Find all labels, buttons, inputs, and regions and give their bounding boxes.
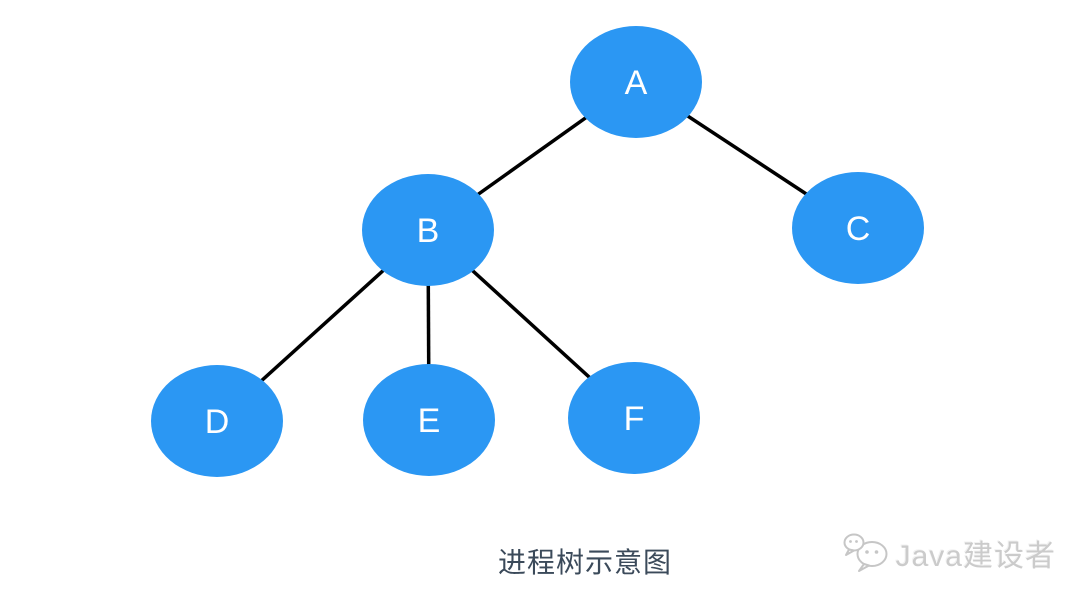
node-label-A: A (625, 64, 648, 102)
tree-node-E: E (363, 364, 495, 476)
node-ellipse-E (363, 364, 495, 476)
watermark: Java建设者 (843, 531, 1056, 575)
node-ellipse-C (792, 172, 924, 284)
node-ellipse-D (151, 365, 283, 477)
node-label-D: D (205, 403, 230, 441)
tree-node-D: D (151, 365, 283, 477)
diagram-caption: 进程树示意图 (497, 547, 672, 578)
node-label-E: E (418, 402, 441, 440)
node-ellipse-F (568, 362, 700, 474)
tree-node-F: F (568, 362, 700, 474)
wechat-icon (843, 533, 888, 572)
tree-node-A: A (570, 26, 702, 138)
tree-node-C: C (792, 172, 924, 284)
node-ellipse-B (362, 174, 494, 286)
tree-node-B: B (362, 174, 494, 286)
watermark-text: Java建设者 (895, 540, 1056, 573)
node-label-F: F (624, 400, 645, 438)
node-ellipse-A (570, 26, 702, 138)
node-label-C: C (846, 210, 871, 248)
node-label-B: B (417, 212, 440, 250)
